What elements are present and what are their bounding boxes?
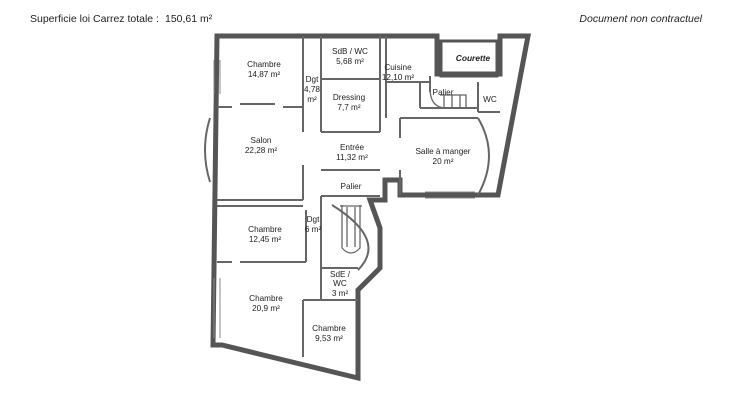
- total-surface-header: Superficie loi Carrez totale : 150,61 m²: [30, 13, 212, 25]
- sde-wc-name1: SdE /: [330, 270, 351, 279]
- interior-walls: [217, 36, 500, 357]
- chambre2-name: Chambre: [248, 225, 282, 234]
- outer-walls: [210, 33, 532, 382]
- entree-name: Entrée: [340, 143, 365, 152]
- sdb-wc-name: SdB / WC: [332, 47, 368, 56]
- staircase: [340, 87, 467, 254]
- sde-wc-area: 3 m²: [332, 289, 349, 298]
- chambre3-name: Chambre: [249, 294, 283, 303]
- cuisine-name: Cuisine: [384, 63, 412, 72]
- total-surface-label: Superficie loi Carrez totale :: [30, 13, 159, 25]
- chambre4-area: 9,53 m²: [315, 334, 343, 343]
- windows: [213, 60, 475, 338]
- chambre2-area: 12,45 m²: [249, 235, 282, 244]
- palier2-name: Palier: [341, 182, 362, 191]
- salon-name: Salon: [251, 136, 272, 145]
- chambre4-name: Chambre: [312, 324, 346, 333]
- chambre1-name: Chambre: [247, 60, 281, 69]
- entree-area: 11,32 m²: [336, 153, 368, 162]
- salle-a-manger-area: 20 m²: [433, 157, 454, 166]
- dgt1-area: 4,78: [304, 85, 320, 94]
- courette-walls: [439, 39, 499, 78]
- dgt2-name: Dgt: [307, 215, 320, 224]
- cuisine-area: 12,10 m²: [382, 73, 415, 82]
- sdb-wc-area: 5,68 m²: [336, 57, 364, 66]
- chambre3-area: 20,9 m²: [252, 304, 280, 313]
- disclaimer: Document non contractuel: [579, 13, 702, 25]
- dgt2-area: 6 m²: [305, 225, 322, 234]
- salle-a-manger-name: Salle à manger: [415, 147, 470, 156]
- chambre1-area: 14,87 m²: [248, 70, 281, 79]
- courette-name: Courette: [456, 53, 491, 63]
- wc-name: WC: [483, 95, 497, 104]
- palier1-name: Palier: [433, 88, 454, 97]
- salon-area: 22,28 m²: [245, 146, 278, 155]
- dgt1-name: Dgt: [306, 75, 319, 84]
- dgt1-unit: m²: [307, 95, 317, 104]
- dressing-area: 7,7 m²: [337, 103, 360, 112]
- sde-wc-name2: WC: [333, 279, 347, 288]
- total-surface-value: 150,61 m²: [164, 13, 213, 25]
- dressing-name: Dressing: [333, 93, 366, 102]
